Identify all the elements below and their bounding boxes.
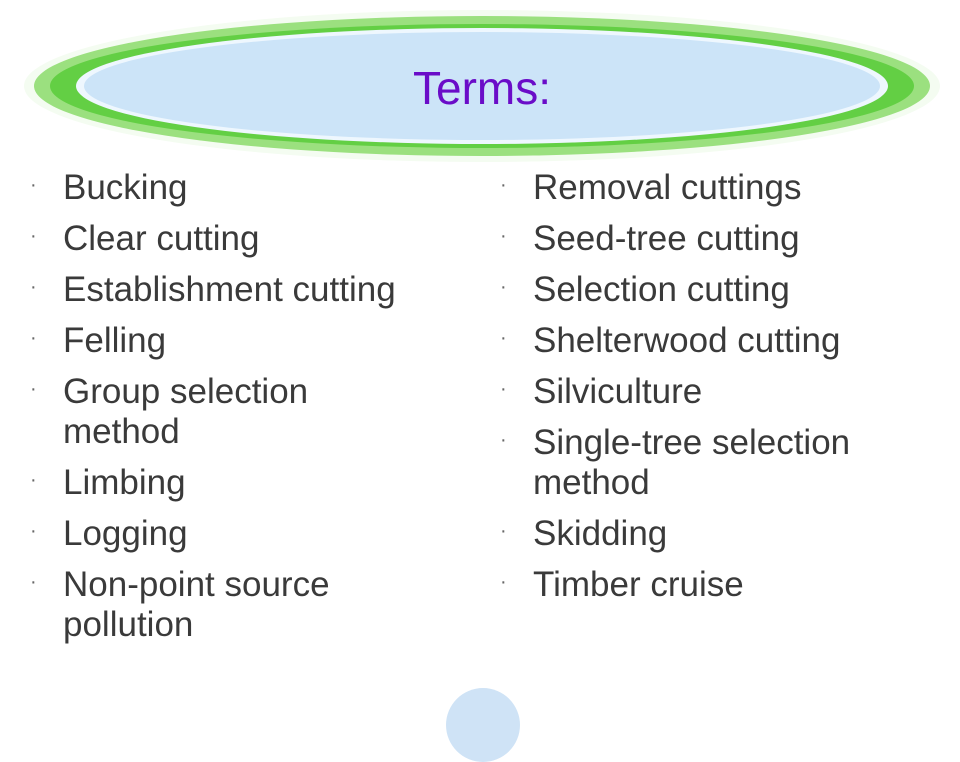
slide-title: Terms: [413, 62, 551, 114]
term-text: Felling [63, 321, 167, 360]
terms-list-right: · Removal cuttings · Seed-tree cutting · Se… [500, 168, 950, 616]
term-text: Clear cutting [63, 219, 260, 258]
bullet-icon: · [500, 378, 507, 400]
list-item: · Shelterwood cutting [500, 321, 950, 361]
term-text: Logging [63, 514, 188, 553]
term-text: Removal cuttings [533, 168, 802, 207]
list-item: · Clear cutting [30, 219, 410, 259]
list-item: · Timber cruise [500, 565, 950, 605]
bullet-icon: · [30, 469, 37, 491]
title-banner: Terms: [22, 8, 942, 168]
bullet-icon: · [500, 327, 507, 349]
list-item: · Group selection method [30, 372, 410, 452]
bullet-icon: · [30, 571, 37, 593]
term-text: Bucking [63, 168, 188, 207]
term-text: Timber cruise [533, 565, 744, 604]
list-item: · Seed-tree cutting [500, 219, 950, 259]
term-text: Seed-tree cutting [533, 219, 800, 258]
term-text: Limbing [63, 463, 186, 502]
bullet-icon: · [500, 520, 507, 542]
list-item: · Selection cutting [500, 270, 950, 310]
list-item: · Felling [30, 321, 410, 361]
list-item: · Bucking [30, 168, 410, 208]
term-text: Selection cutting [533, 270, 790, 309]
bullet-icon: · [30, 276, 37, 298]
bullet-icon: · [500, 174, 507, 196]
list-item: · Logging [30, 514, 410, 554]
bullet-icon: · [500, 225, 507, 247]
term-text: Silviculture [533, 372, 703, 411]
term-text: Establishment cutting [63, 270, 396, 309]
term-text: Group selection method [63, 372, 309, 451]
list-item: · Single-tree selection method [500, 423, 950, 503]
list-item: · Limbing [30, 463, 410, 503]
term-text: Non-point source pollution [63, 565, 330, 644]
bullet-icon: · [30, 378, 37, 400]
bullet-icon: · [30, 327, 37, 349]
list-item: · Non-point source pollution [30, 565, 410, 645]
list-item: · Silviculture [500, 372, 950, 412]
term-text: Skidding [533, 514, 668, 553]
decorative-circle [446, 688, 520, 762]
term-text: Single-tree selection method [533, 423, 851, 502]
term-text: Shelterwood cutting [533, 321, 841, 360]
bullet-icon: · [30, 520, 37, 542]
terms-list-left: · Bucking · Clear cutting · Establishment c… [30, 168, 410, 656]
bullet-icon: · [500, 429, 507, 451]
title-ellipse-shape [24, 10, 940, 162]
bullet-icon: · [30, 225, 37, 247]
bullet-icon: · [500, 571, 507, 593]
bullet-icon: · [30, 174, 37, 196]
list-item: · Removal cuttings [500, 168, 950, 208]
list-item: · Skidding [500, 514, 950, 554]
list-item: · Establishment cutting [30, 270, 410, 310]
bullet-icon: · [500, 276, 507, 298]
